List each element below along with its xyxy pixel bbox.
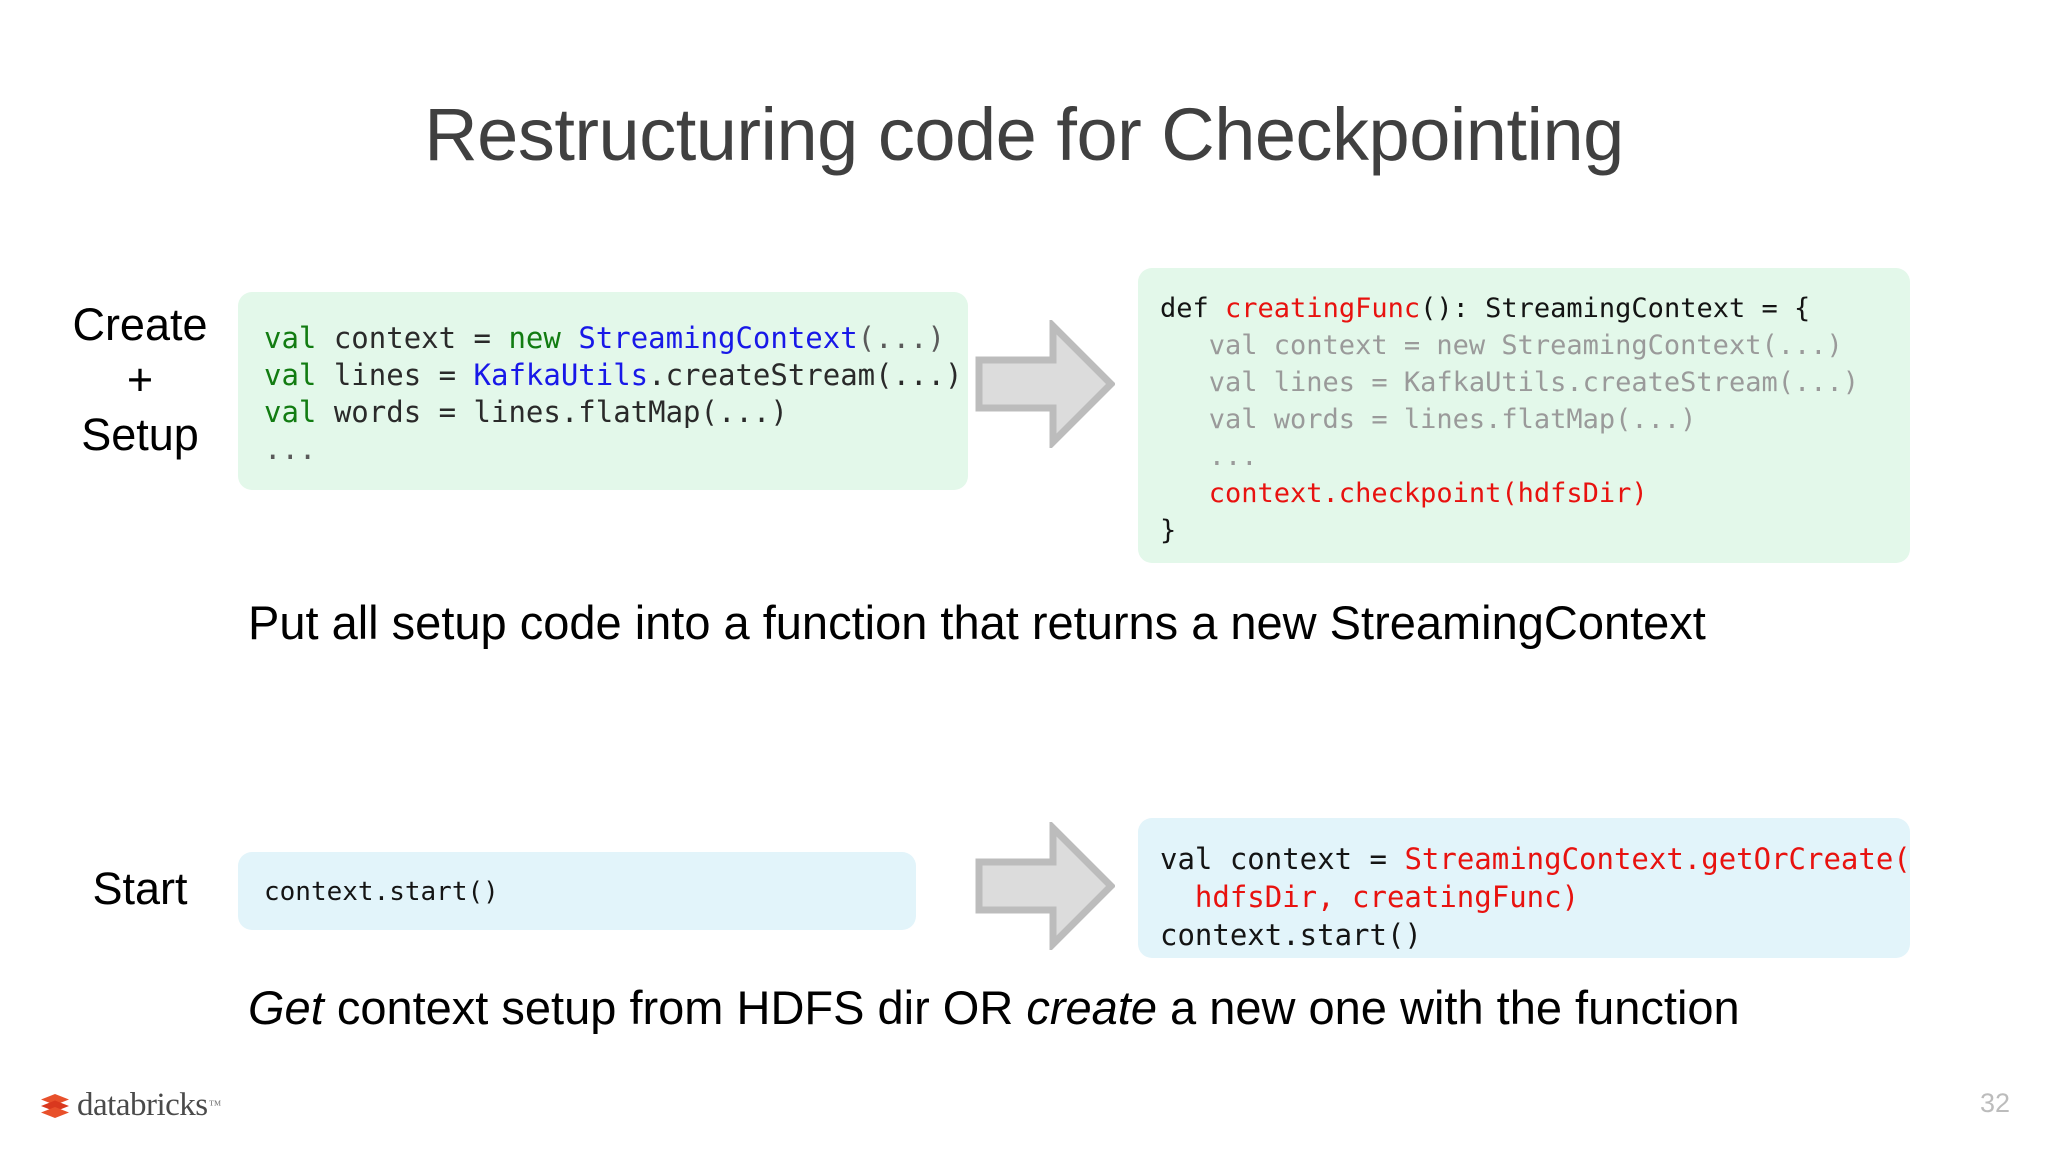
row-label-line-1: Start	[92, 863, 188, 914]
caption-text: a new one with the function	[1157, 981, 1740, 1034]
code-block-start-after: val context = StreamingContext.getOrCrea…	[1138, 818, 1911, 958]
arrow-right-icon	[975, 320, 1115, 448]
code-token-type: StreamingContext	[578, 321, 858, 355]
row-label-line-3: Setup	[81, 408, 199, 460]
code-block-create-before: val context = new StreamingContext(...)v…	[238, 292, 968, 490]
code-token-type: KafkaUtils	[473, 358, 649, 392]
code-line: val context = new StreamingContext(...)	[264, 320, 968, 357]
code-line: ...	[1160, 441, 1258, 472]
caption-text: context setup from HDFS dir OR	[323, 981, 1027, 1034]
code-token-call: StreamingContext.getOrCreate(	[1404, 842, 1911, 876]
caption-start: Get context setup from HDFS dir OR creat…	[248, 980, 1740, 1035]
code-token-text: .createStream(...)	[648, 358, 963, 392]
code-line: val lines = KafkaUtils.createStream(...)	[1160, 367, 1859, 398]
code-token-keyword: def	[1160, 293, 1226, 324]
page-number: 32	[1979, 1088, 2010, 1118]
code-line: val lines = KafkaUtils.createStream(...)	[264, 357, 968, 394]
code-line: context.start()	[264, 877, 499, 907]
code-line: hdfsDir, creatingFunc)	[1160, 880, 1580, 914]
code-line: val context = new StreamingContext(...)	[1160, 330, 1843, 361]
trademark-mark: ™	[208, 1097, 222, 1112]
code-token-keyword: new	[508, 321, 561, 355]
code-line: context.start()	[1160, 918, 1422, 952]
row-label-line-1: Create	[72, 299, 208, 350]
code-line: val words = lines.flatMap(...)	[264, 394, 968, 431]
code-line: context.checkpoint(hdfsDir)	[1160, 478, 1648, 509]
row-label-create-setup: Create + Setup	[40, 298, 240, 463]
code-token-keyword: val	[264, 395, 317, 429]
code-token-keyword: val	[264, 358, 317, 392]
caption-create-setup: Put all setup code into a function that …	[248, 596, 1706, 649]
code-line: def creatingFunc(): StreamingContext = {	[1160, 290, 1910, 327]
databricks-wordmark: databricks	[77, 1087, 208, 1123]
code-block-start-before: context.start()	[238, 852, 916, 930]
code-line: val words = lines.flatMap(...)	[1160, 404, 1697, 435]
code-token-args: (...)	[857, 321, 945, 355]
code-token-text: lines =	[316, 358, 474, 392]
code-token-space	[561, 321, 578, 355]
row-label-start: Start	[40, 862, 240, 917]
caption-emphasis-get: Get	[248, 981, 324, 1034]
code-token-function-name: creatingFunc	[1225, 293, 1421, 324]
code-line: val context = StreamingContext.getOrCrea…	[1160, 840, 1911, 878]
code-token-text: words = lines.flatMap(...)	[316, 395, 788, 429]
code-token-text: context =	[316, 321, 509, 355]
page-title: Restructuring code for Checkpointing	[424, 93, 1624, 176]
code-token-text: val context =	[1160, 842, 1405, 876]
code-line: }	[1160, 515, 1177, 546]
databricks-bricks-icon	[41, 1094, 69, 1118]
code-block-create-after: def creatingFunc(): StreamingContext = {…	[1138, 268, 1910, 563]
caption-emphasis-create: create	[1026, 981, 1157, 1034]
arrow-right-icon	[975, 822, 1115, 950]
code-token-ellipsis: ...	[264, 432, 317, 466]
code-line: ...	[264, 431, 968, 468]
code-token-keyword: val	[264, 321, 317, 355]
databricks-logo: databricks ™	[38, 1085, 221, 1125]
code-token-text: (): StreamingContext = {	[1420, 293, 1811, 324]
row-label-line-2: +	[126, 353, 154, 405]
